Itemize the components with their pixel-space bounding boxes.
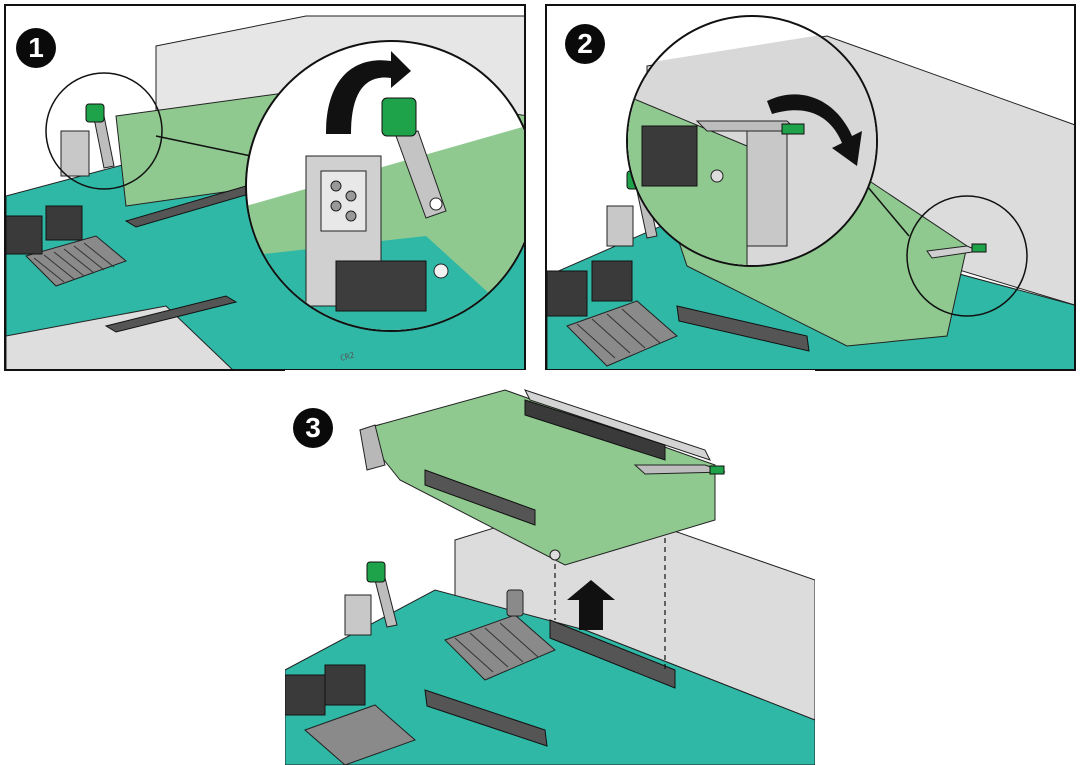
magnifier-callout-icon bbox=[45, 72, 163, 190]
slot-silkscreen: CR2 bbox=[339, 350, 355, 362]
riser-slot bbox=[549, 619, 676, 689]
step-2-panel: 2 bbox=[545, 4, 1076, 371]
riser-lever-small bbox=[60, 103, 115, 177]
rotate-clockwise-arrow-icon bbox=[767, 94, 862, 166]
step-1-illustration: CR2 bbox=[6, 15, 524, 369]
heatsink bbox=[25, 235, 127, 287]
step-3-illustration bbox=[285, 389, 815, 765]
lever-green-tab bbox=[709, 465, 725, 475]
lever-green-tab bbox=[381, 97, 417, 137]
step-2-badge: 2 bbox=[565, 24, 605, 64]
lift-up-arrow-icon bbox=[567, 580, 615, 630]
motherboard bbox=[285, 589, 815, 765]
step-1-badge: 1 bbox=[16, 28, 56, 68]
rotate-up-arrow-icon bbox=[326, 51, 411, 134]
magnified-detail bbox=[626, 15, 878, 267]
lever-green-tab bbox=[781, 123, 805, 135]
step-1-panel: 1 bbox=[4, 4, 526, 371]
magnified-detail bbox=[245, 40, 524, 332]
step-2-illustration bbox=[547, 15, 1074, 369]
step-3-panel: 3 bbox=[285, 370, 815, 765]
riser-card-lifted bbox=[359, 389, 726, 566]
step-3-badge: 3 bbox=[293, 408, 333, 448]
magnifier-callout-icon bbox=[906, 195, 1028, 317]
